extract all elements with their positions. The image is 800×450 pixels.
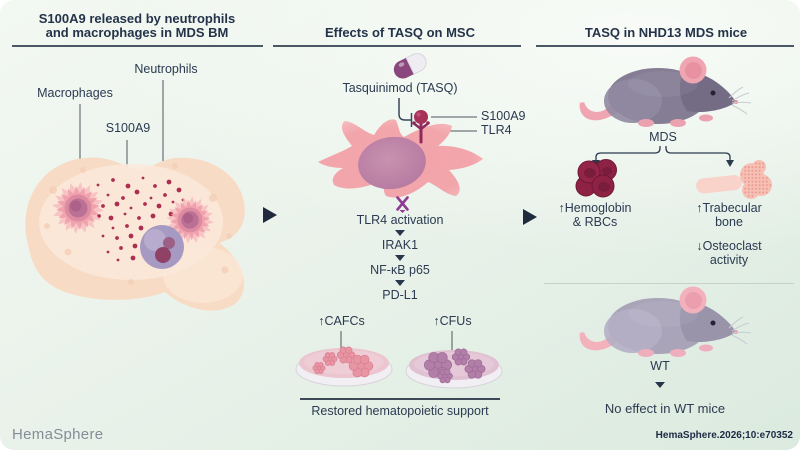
panel-arrow-icon [263, 207, 277, 223]
neutrophils-label: Neutrophils [134, 62, 198, 76]
pathway-step-nfkb: NF-κB p65 [370, 263, 430, 277]
left-panel-title-line1: S100A9 released by neutrophils [38, 11, 236, 26]
middle-panel-title: Effects of TASQ on MSC [325, 25, 475, 40]
pathway-step-tlr4-activation: TLR4 activation [356, 213, 444, 227]
trabecular-line1: ↑Trabecular [696, 201, 762, 215]
mds-branch-connector [595, 146, 731, 161]
wt-divider [544, 283, 794, 284]
down-arrow-icon [395, 255, 405, 261]
pathway-step-pdl1: PD-L1 [382, 288, 418, 302]
hemoglobin-line1: ↑Hemoglobin [558, 201, 632, 215]
right-panel-title: TASQ in NHD13 MDS mice [584, 25, 748, 40]
branch-arrowhead-right [726, 160, 734, 167]
panel-arrow-icon [523, 209, 537, 225]
hemoglobin-label: ↑Hemoglobin & RBCs [549, 201, 641, 229]
petri-dishes [295, 346, 503, 389]
osteoclast-line2: activity [709, 252, 749, 267]
down-arrow-icon [655, 382, 665, 388]
macrophage-icon [166, 196, 214, 244]
left-panel-title-line2: and macrophages in MDS BM [45, 25, 229, 40]
blocked-x-icon [396, 196, 409, 213]
cfu-label: ↑CFUs [433, 314, 472, 328]
wt-label: WT [650, 359, 670, 373]
bone-speckles [44, 163, 232, 285]
rbc-cluster-icon [575, 159, 617, 198]
no-effect-label: No effect in WT mice [604, 401, 726, 416]
tlr4-label: TLR4 [481, 123, 512, 137]
signaling-pathway: TLR4 activation IRAK1 NF-κB p65 PD-L1 [310, 214, 490, 302]
tasquinimod-label: Tasquinimod (TASQ) [342, 81, 458, 95]
hemoglobin-line2: & RBCs [572, 214, 618, 229]
s100a9-left-label: S100A9 [105, 121, 151, 135]
mds-label: MDS [649, 130, 677, 144]
down-arrow-icon [395, 280, 405, 286]
middle-title-underline [273, 45, 521, 47]
trabecular-line2: bone [715, 214, 743, 229]
restored-divider [300, 398, 500, 400]
tlr4-receptor-icon [412, 110, 430, 144]
citation: HemaSphere.2026;10:e70352 [655, 430, 793, 441]
macrophage-icon [52, 182, 104, 234]
msc-cell-illustration [318, 119, 483, 198]
pathway-step-irak1: IRAK1 [381, 238, 419, 252]
wt-mouse-illustration [581, 286, 752, 358]
bone-marrow-illustration [25, 157, 245, 311]
right-title-underline [536, 45, 794, 47]
hemasphere-logo: HemaSphere [12, 426, 104, 443]
mds-mouse-illustration [581, 56, 752, 128]
left-title-underline [12, 45, 263, 47]
trabecular-label: ↑Trabecular bone [684, 201, 774, 229]
petri-dish-cafc-icon [295, 346, 393, 387]
restored-label: Restored hematopoietic support [311, 404, 489, 418]
macrophages-label: Macrophages [37, 86, 113, 100]
pill-icon [393, 53, 427, 79]
down-arrow-icon [395, 230, 405, 236]
osteoclast-label: ↓Osteoclast activity [684, 239, 774, 267]
s100a9-right-label: S100A9 [481, 109, 526, 123]
trabecular-bone-icon [696, 160, 772, 199]
inhibition-connector [398, 98, 413, 127]
s100a9-molecule-icon [414, 110, 428, 124]
left-panel-title: S100A9 released by neutrophils and macro… [2, 12, 272, 40]
osteoclast-line1: ↓Osteoclast [696, 239, 762, 253]
neutrophil-icon [140, 225, 184, 269]
cafc-label: ↑CAFCs [318, 314, 365, 328]
petri-dish-cfu-icon [405, 348, 503, 389]
